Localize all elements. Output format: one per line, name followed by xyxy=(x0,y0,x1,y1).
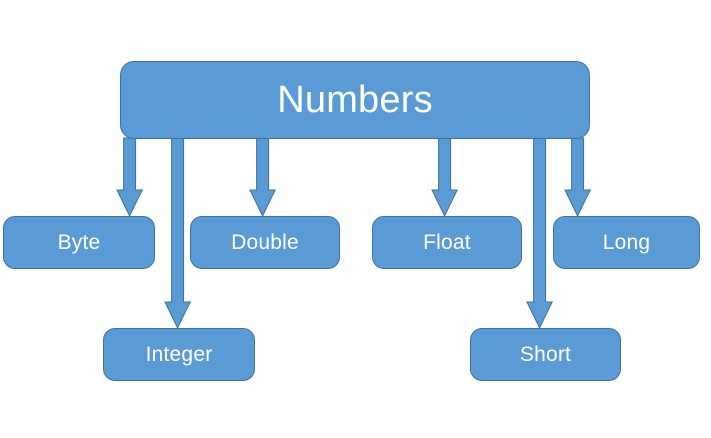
node-label-byte: Byte xyxy=(57,230,101,254)
arrow-numbers-to-integer xyxy=(164,137,192,330)
node-short[interactable]: Short xyxy=(470,328,621,381)
arrow-numbers-to-short xyxy=(526,137,554,330)
node-double[interactable]: Double xyxy=(190,216,340,269)
node-integer[interactable]: Integer xyxy=(103,328,255,381)
node-label-long: Long xyxy=(602,230,651,254)
node-label-short: Short xyxy=(519,342,572,366)
arrow-numbers-to-float xyxy=(431,137,459,218)
node-label-double: Double xyxy=(231,230,299,254)
node-label-numbers: Numbers xyxy=(277,78,433,121)
node-label-integer: Integer xyxy=(145,342,213,366)
node-long[interactable]: Long xyxy=(553,216,700,269)
node-byte[interactable]: Byte xyxy=(3,216,155,269)
node-numbers[interactable]: Numbers xyxy=(120,61,590,139)
node-label-float: Float xyxy=(423,230,471,254)
node-float[interactable]: Float xyxy=(372,216,522,269)
arrow-numbers-to-long xyxy=(564,137,592,218)
arrow-numbers-to-byte xyxy=(116,137,144,218)
arrow-numbers-to-double xyxy=(249,137,277,218)
